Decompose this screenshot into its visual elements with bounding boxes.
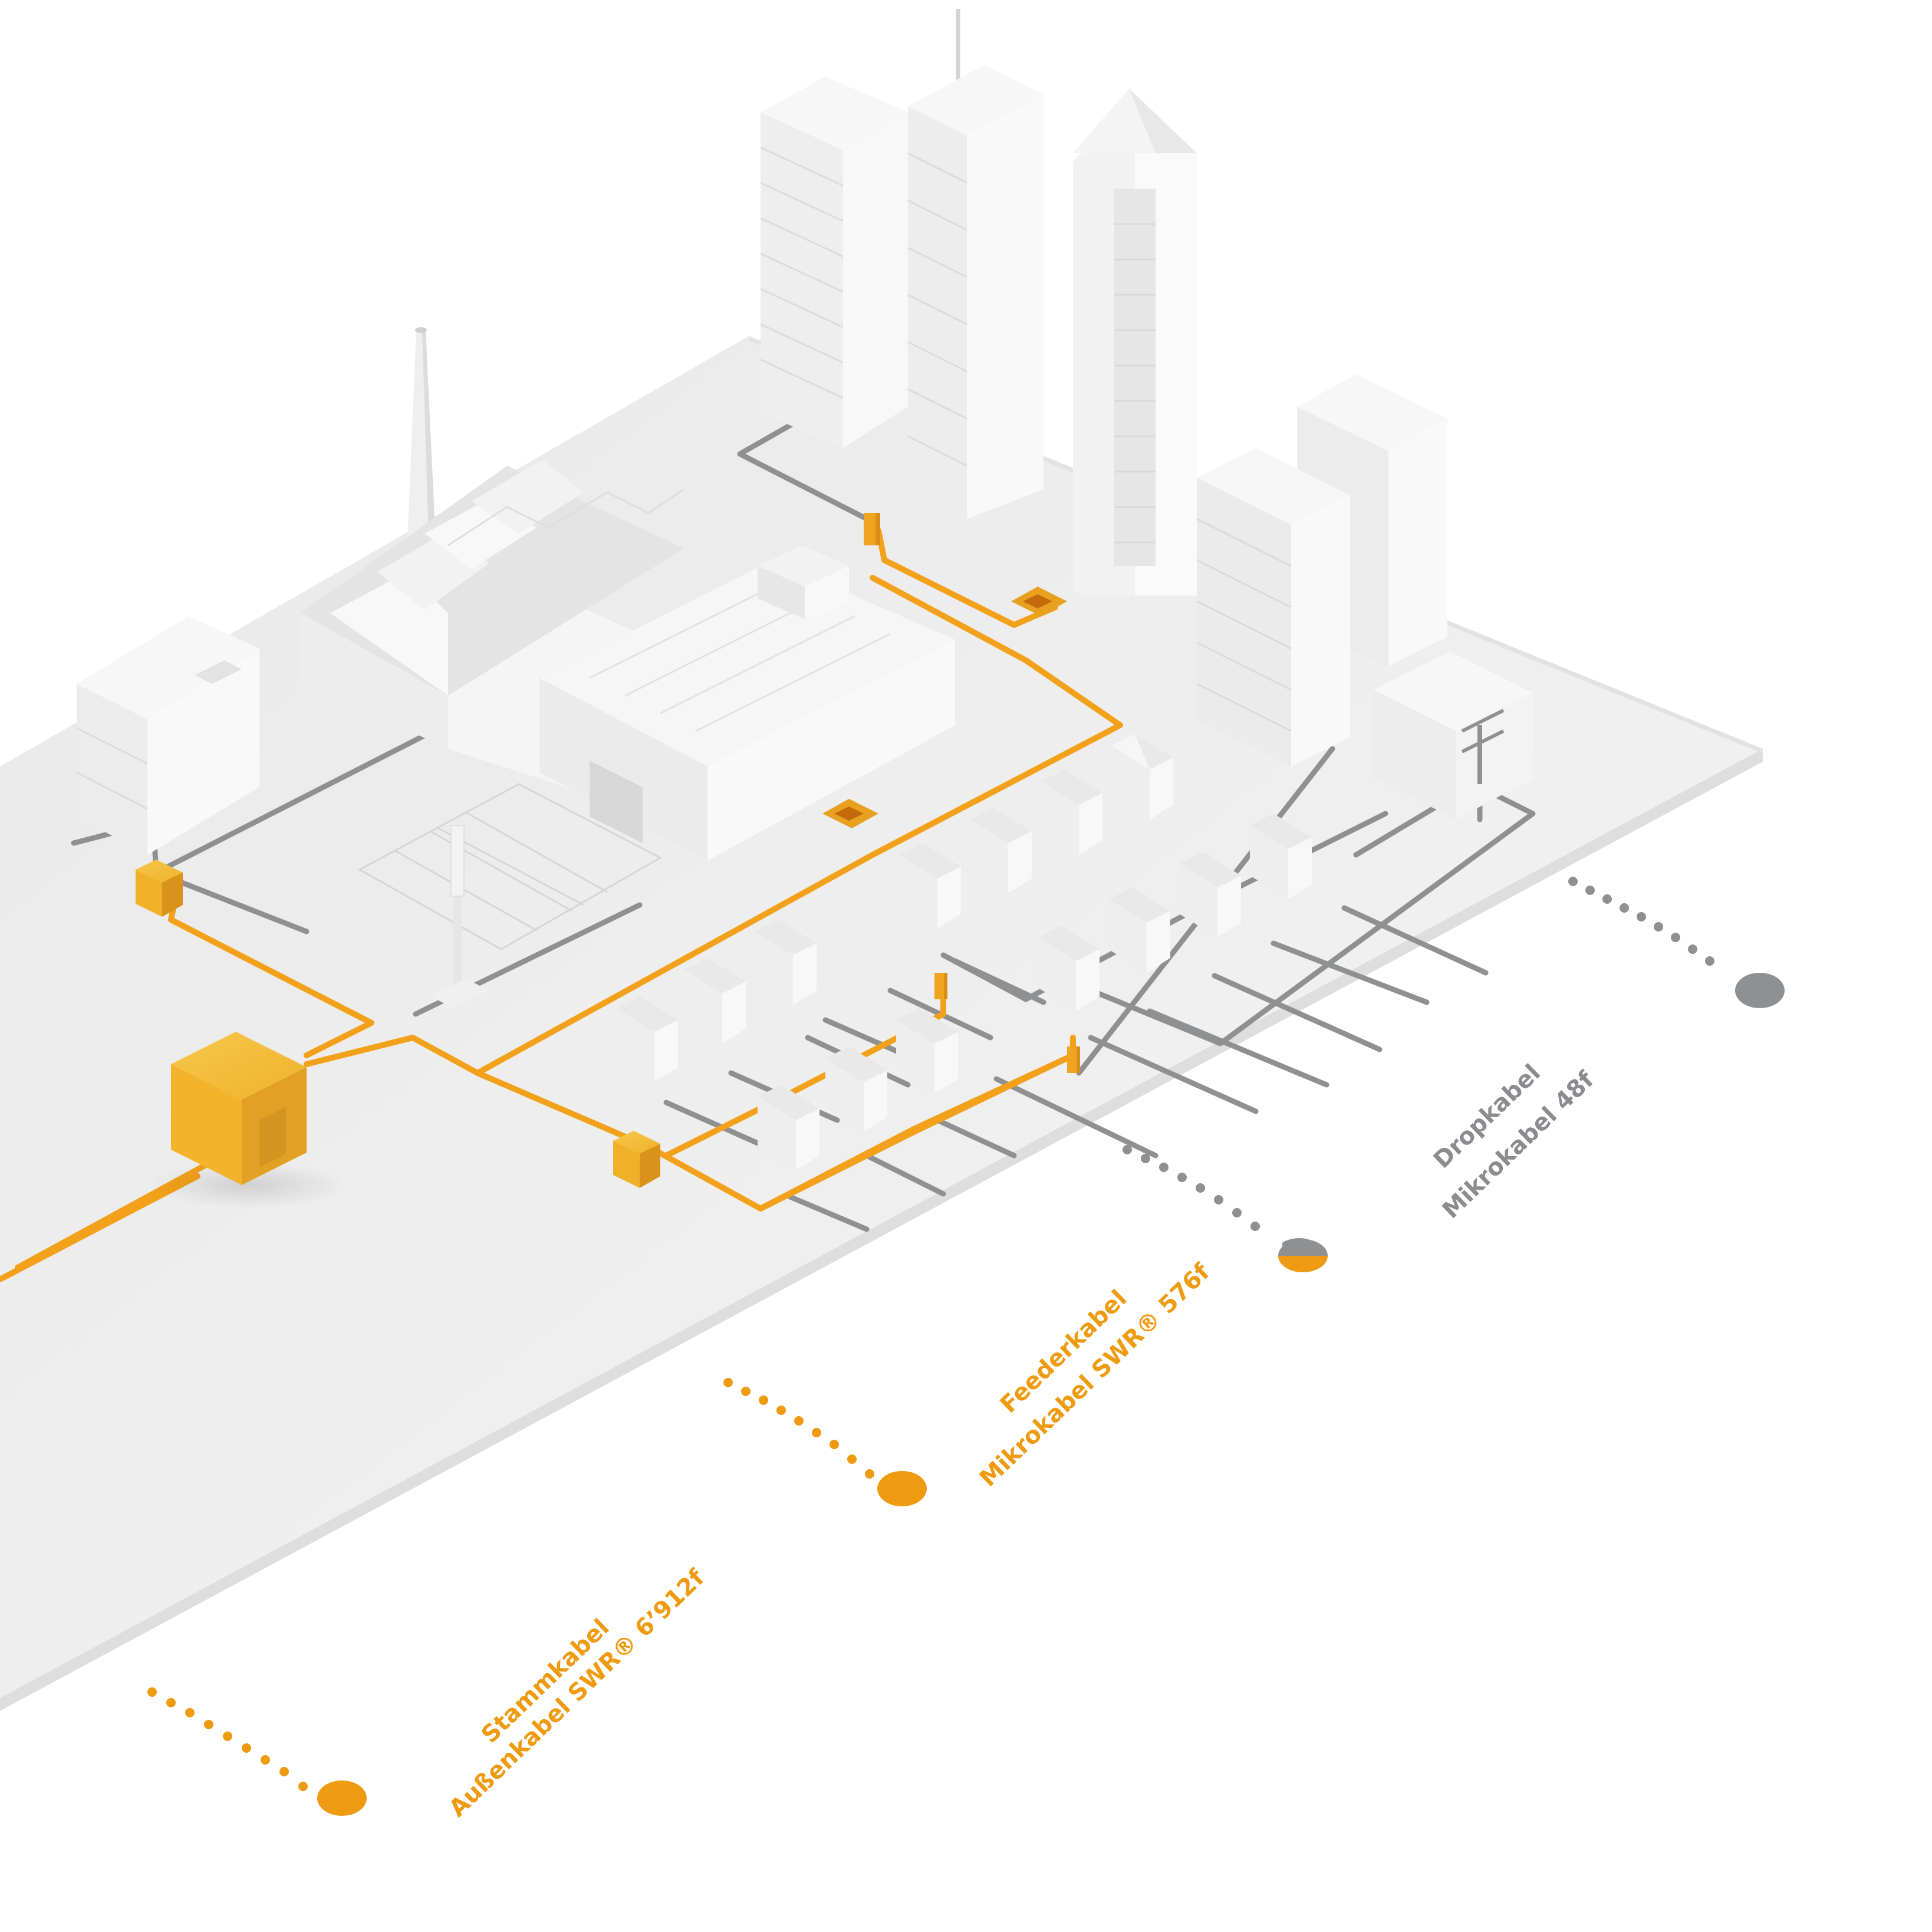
warehouse [539,545,955,861]
house [1179,852,1241,937]
open-frame-building [1374,651,1533,819]
office-building-left [76,616,259,855]
tower-b [907,9,1044,519]
cable-shafts [822,587,1067,828]
house [1111,734,1173,819]
main-distribution-box [147,1032,348,1209]
house [1250,814,1312,899]
houses-group [616,734,1312,1170]
house [1041,769,1102,855]
house [616,996,678,1082]
house [1108,887,1170,973]
tower-a [760,77,908,448]
legend-marker-feeder [723,1378,927,1506]
house [758,1085,819,1170]
house [899,843,961,929]
house [896,1008,958,1094]
house [825,1046,887,1132]
street-cabinets [136,513,1080,1188]
apartment-block-right-front [1196,448,1350,766]
legend-marker-trunk [147,1687,367,1816]
legend-marker-drop [1568,877,1785,1008]
house [970,808,1032,893]
house [684,958,746,1044]
house [755,920,817,1005]
house [1038,926,1100,1011]
mobile-mast [430,825,489,1008]
tower-c-round [1073,88,1197,595]
factory-chimney [407,327,436,554]
legend-marker-feeder-grey [1123,1145,1328,1272]
